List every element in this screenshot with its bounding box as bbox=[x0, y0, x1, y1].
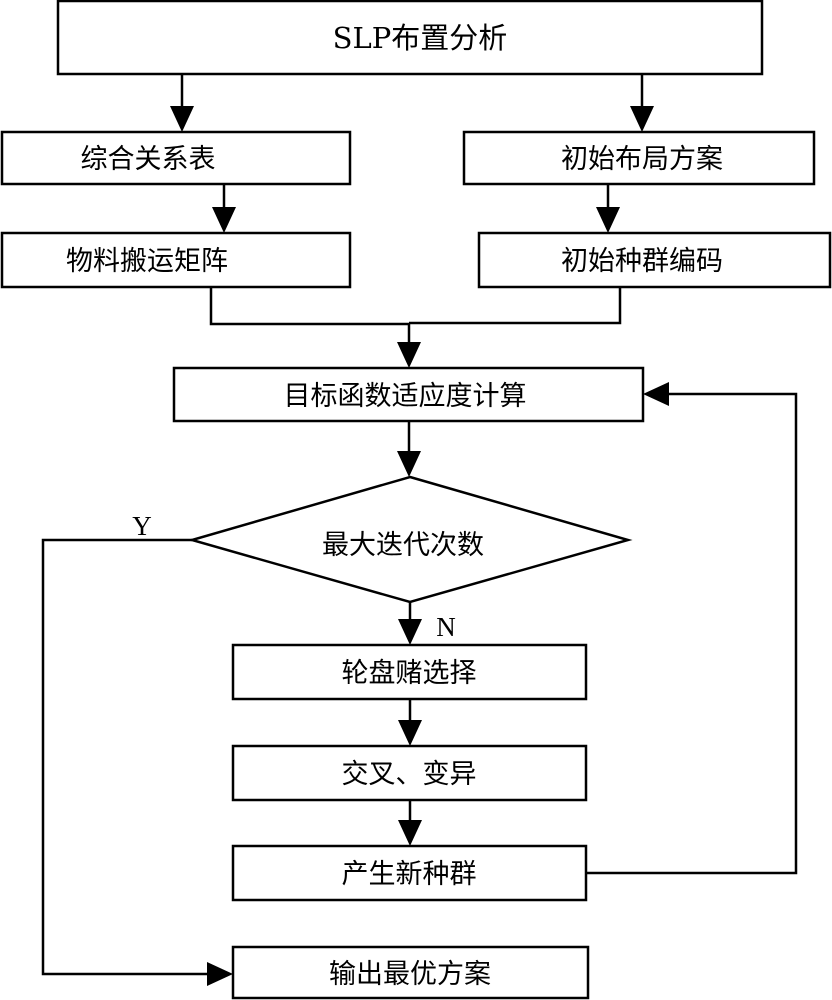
arrowhead-icon bbox=[398, 619, 422, 645]
node-output: 输出最优方案 bbox=[231, 945, 590, 1000]
arrowhead-icon bbox=[397, 451, 421, 477]
node-label: 最大迭代次数 bbox=[322, 530, 484, 561]
arrowhead-icon bbox=[397, 342, 421, 368]
arrowhead-icon bbox=[596, 207, 620, 233]
node-label: 目标函数适应度计算 bbox=[284, 381, 527, 412]
node-roulette: 轮盘赌选择 bbox=[231, 643, 588, 701]
node-label: 物料搬运矩阵 bbox=[66, 246, 228, 277]
arrowhead-icon bbox=[630, 106, 654, 132]
node-label: 初始布局方案 bbox=[561, 144, 723, 175]
edge-new-pop-to-fitness bbox=[586, 392, 798, 875]
edge-material-to-fitness bbox=[209, 287, 409, 326]
arrowhead-icon bbox=[398, 720, 422, 746]
node-encoding: 初始种群编码 bbox=[477, 231, 832, 289]
connectors bbox=[41, 74, 798, 986]
edge-label-no: N bbox=[436, 612, 456, 642]
node-new-pop: 产生新种群 bbox=[231, 844, 588, 902]
node-slp: SLP布置分析 bbox=[56, 0, 764, 76]
node-fitness: 目标函数适应度计算 bbox=[172, 366, 645, 423]
edge-max-iter-to-output bbox=[41, 538, 214, 976]
node-material: 物料搬运矩阵 bbox=[0, 231, 352, 289]
arrowhead-icon bbox=[212, 207, 236, 233]
arrowhead-icon bbox=[398, 820, 422, 846]
node-relation: 综合关系表 bbox=[0, 130, 352, 186]
arrowhead-icon bbox=[170, 106, 194, 132]
node-label: 交叉、变异 bbox=[342, 759, 477, 790]
node-init-layout: 初始布局方案 bbox=[462, 130, 816, 186]
node-label: 初始种群编码 bbox=[561, 246, 723, 277]
node-label: 综合关系表 bbox=[81, 144, 216, 175]
edge-label-yes: Y bbox=[132, 511, 152, 541]
node-label: SLP布置分析 bbox=[333, 21, 508, 55]
edge-encoding-to-fitness bbox=[409, 287, 622, 325]
node-crossover: 交叉、变异 bbox=[231, 744, 588, 802]
node-max-iter: 最大迭代次数 bbox=[187, 475, 633, 604]
node-label: 输出最优方案 bbox=[329, 959, 491, 990]
node-label: 产生新种群 bbox=[342, 859, 477, 890]
arrowhead-icon bbox=[207, 962, 233, 986]
node-label: 轮盘赌选择 bbox=[342, 658, 477, 689]
arrowhead-icon bbox=[643, 382, 669, 406]
